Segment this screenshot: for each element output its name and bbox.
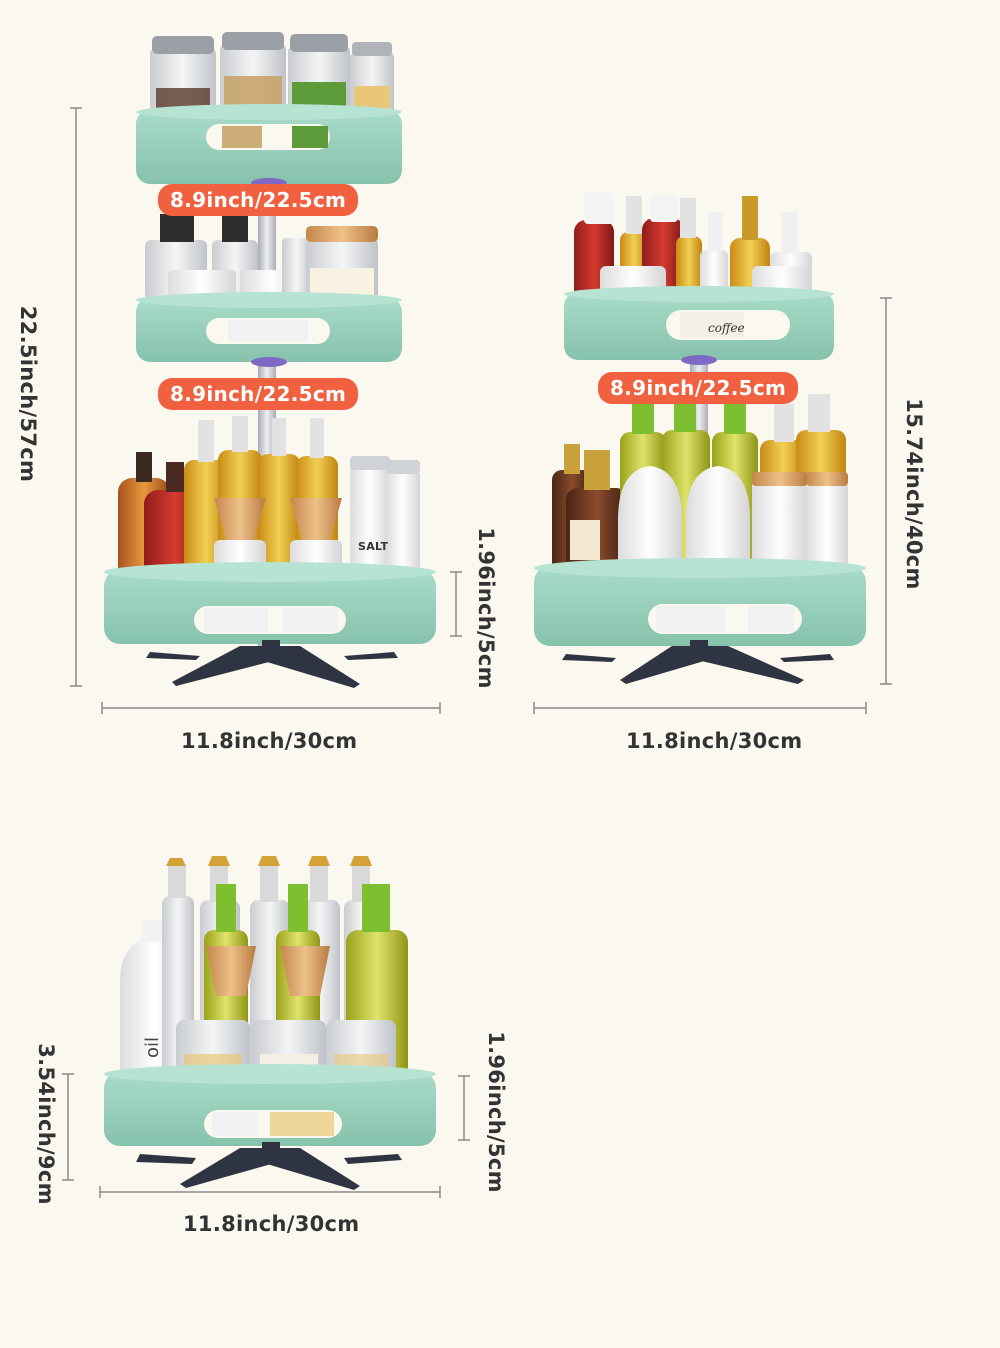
one-tier-rack: oil [104,856,436,1190]
tray [104,1064,436,1146]
salt-label: SALT [358,540,389,553]
oil-label: oil [142,1037,163,1058]
middle-tray [136,292,402,367]
height-label-two-tier: 15.74inch/40cm [902,398,926,590]
tray-contents: oil [120,856,408,1092]
tray-height-label-one-tier: 1.96inch/5cm [484,1031,508,1193]
coffee-label: coffee [708,321,745,335]
bottom-contents [118,416,420,592]
tier-gap-badge-upper: 8.9inch/22.5cm [158,184,359,216]
width-label-two-tier: 11.8inch/30cm [626,729,803,753]
two-tier-rack: coffee [534,192,866,684]
dimension-lines [62,107,892,1198]
bottom-tray [104,562,436,644]
bottom-tray [534,558,866,646]
tier-gap-badge-two-tier: 8.9inch/22.5cm [598,372,799,404]
bottom-contents [552,394,848,586]
width-label-three-tier: 11.8inch/30cm [181,729,358,753]
height-label-one-tier: 3.54inch/9cm [34,1043,58,1205]
three-tier-rack [104,32,436,688]
top-tray: coffee [564,286,834,365]
tier-gap-badge-lower: 8.9inch/22.5cm [158,378,359,410]
spice-jars [150,32,394,118]
rack-feet [146,640,398,688]
rack-feet [562,640,834,684]
rack-feet [136,1142,402,1190]
top-tray [136,104,402,188]
height-label-three-tier: 22.5inch/57cm [16,305,40,483]
top-contents [574,192,812,302]
tray-height-label-three-tier: 1.96inch/5cm [474,527,498,689]
width-label-one-tier: 11.8inch/30cm [183,1212,360,1236]
